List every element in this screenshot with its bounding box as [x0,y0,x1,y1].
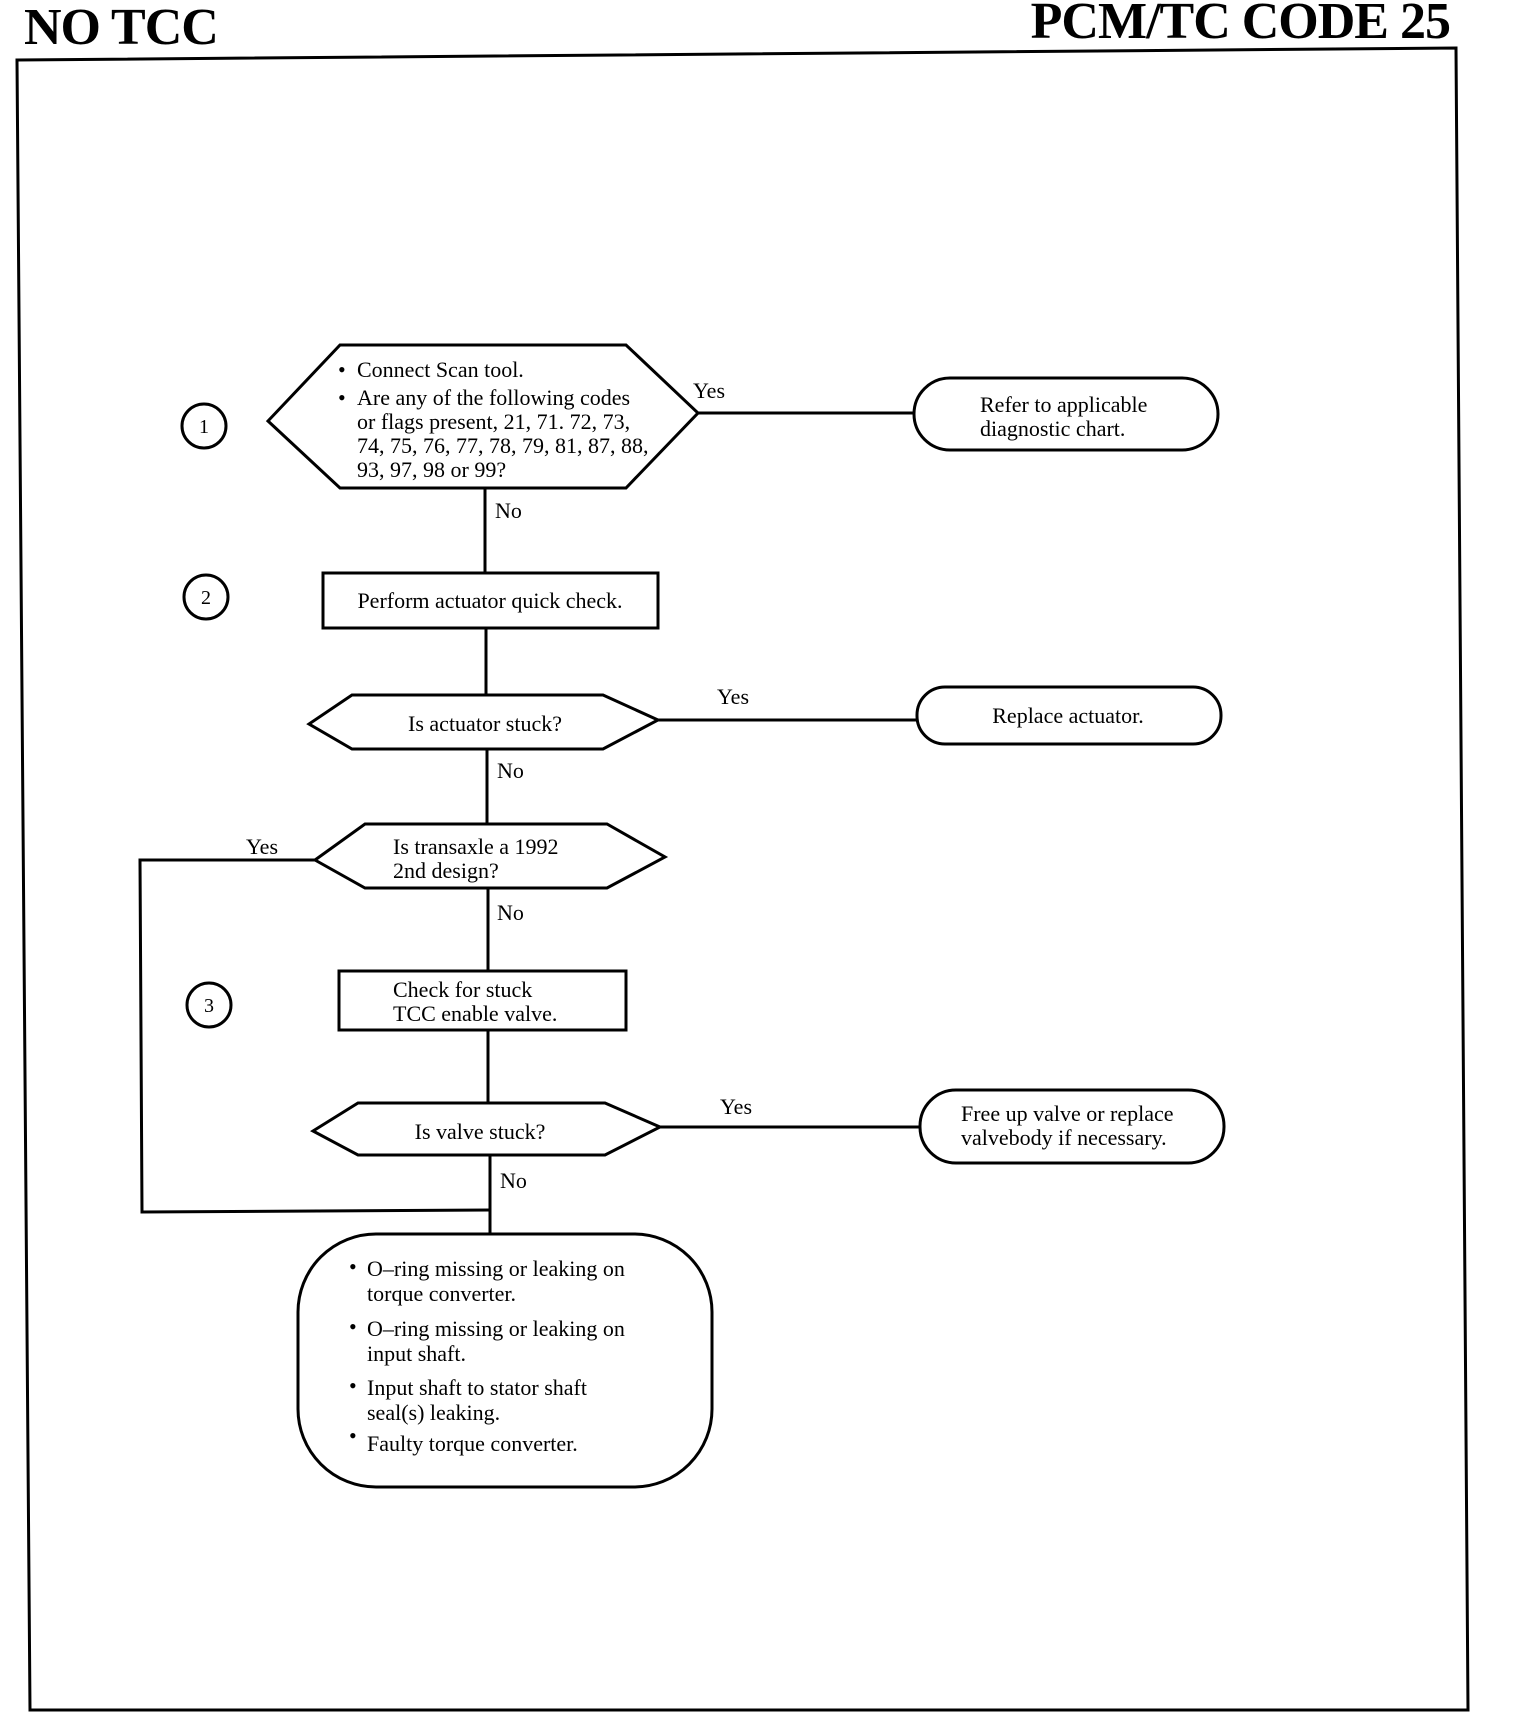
svg-text:Replace actuator.: Replace actuator. [992,703,1143,728]
svg-text:O–ring missing or leaking on: O–ring missing or leaking on [367,1316,625,1341]
svg-text:•: • [349,1423,357,1448]
svg-text:2: 2 [201,587,211,609]
step-marker-2: 2 [182,573,230,621]
decision-actuator-stuck: Is actuator stuck? [306,693,662,751]
svg-text:valvebody if necessary.: valvebody if necessary. [961,1125,1167,1150]
svg-text:2nd design?: 2nd design? [393,858,499,883]
connectors [138,411,920,1234]
edge-label-no: No [497,900,524,925]
edge-label-no: No [495,498,522,523]
edge-label-yes: Yes [693,378,725,403]
svg-text:74, 75, 76, 77, 78, 79, 81, 87: 74, 75, 76, 77, 78, 79, 81, 87, 88, [357,433,649,458]
svg-text:•: • [349,1373,357,1398]
svg-text:Connect Scan tool.: Connect Scan tool. [357,357,524,382]
svg-text:Perform actuator quick check.: Perform actuator quick check. [357,588,622,613]
svg-text:torque converter.: torque converter. [367,1281,516,1306]
svg-text:Are any of the following codes: Are any of the following codes [357,385,630,410]
svg-text:93, 97, 98 or 99?: 93, 97, 98 or 99? [357,457,506,482]
svg-text:Is valve stuck?: Is valve stuck? [415,1119,546,1144]
svg-text:O–ring missing or leaking on: O–ring missing or leaking on [367,1256,625,1281]
svg-text:3: 3 [204,995,214,1017]
edge-label-yes: Yes [246,834,278,859]
svg-text:seal(s) leaking.: seal(s) leaking. [367,1400,500,1425]
svg-text:•: • [338,385,346,410]
step-marker-3: 3 [185,981,233,1029]
terminal-refer-chart: Refer to applicable diagnostic chart. [912,376,1220,452]
svg-text:1: 1 [199,416,209,438]
svg-text:or flags present, 21, 71. 72,: or flags present, 21, 71. 72, 73, [357,409,630,434]
decision-valve-stuck: Is valve stuck? [310,1101,664,1157]
process-actuator-check: Perform actuator quick check. [321,571,660,630]
svg-text:Is actuator stuck?: Is actuator stuck? [408,711,562,736]
step-marker-1: 1 [180,402,228,450]
svg-text:diagnostic chart.: diagnostic chart. [980,416,1125,441]
svg-text:Check for stuck: Check for stuck [393,977,532,1002]
terminal-replace-actuator: Replace actuator. [915,685,1223,746]
decision-scan-codes: • Connect Scan tool. • Are any of the fo… [265,343,701,490]
decision-transaxle-design: Is transaxle a 1992 2nd design? [312,822,669,890]
edge-label-yes: Yes [717,684,749,709]
terminal-free-valve: Free up valve or replace valvebody if ne… [918,1088,1226,1165]
svg-text:Input shaft to stator shaft: Input shaft to stator shaft [367,1375,587,1400]
svg-text:•: • [349,1314,357,1339]
svg-text:•: • [338,357,346,382]
terminal-final-causes: • O–ring missing or leaking on torque co… [296,1232,714,1489]
svg-text:Free up valve or replace: Free up valve or replace [961,1101,1174,1126]
svg-text:TCC enable valve.: TCC enable valve. [393,1001,557,1026]
svg-text:Refer to applicable: Refer to applicable [980,392,1147,417]
page-title-right: PCM/TC CODE 25 [1030,0,1451,50]
svg-text:input shaft.: input shaft. [367,1341,466,1366]
svg-text:Is transaxle a 1992: Is transaxle a 1992 [393,834,559,859]
svg-text:Faulty torque converter.: Faulty torque converter. [367,1431,578,1456]
edge-label-no: No [497,758,524,783]
page-title-left: NO TCC [24,0,219,56]
edge-label-no: No [500,1168,527,1193]
svg-text:•: • [349,1254,357,1279]
process-check-valve: Check for stuck TCC enable valve. [337,969,628,1032]
edge-label-yes: Yes [720,1094,752,1119]
frame-border [15,46,1470,1712]
